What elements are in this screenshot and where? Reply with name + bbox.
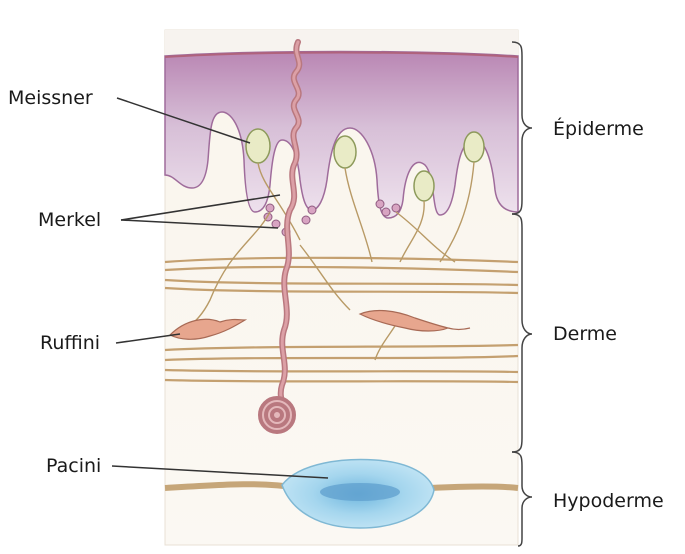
ruffini-label: Ruffini	[40, 334, 100, 353]
epidermis-label: Épiderme	[553, 120, 644, 139]
pacini-core	[320, 483, 400, 501]
hypodermis-label: Hypoderme	[553, 492, 664, 511]
meissner-label: Meissner	[8, 89, 93, 108]
meissner-corpuscle	[464, 132, 484, 162]
meissner-corpuscle	[246, 129, 270, 163]
sweat-gland-coil	[260, 398, 294, 432]
meissner-corpuscle	[414, 171, 434, 201]
merkel-label: Merkel	[38, 211, 101, 230]
dermis-label: Derme	[553, 325, 617, 344]
meissner-corpuscle	[334, 136, 356, 168]
pacini-label: Pacini	[46, 457, 101, 476]
